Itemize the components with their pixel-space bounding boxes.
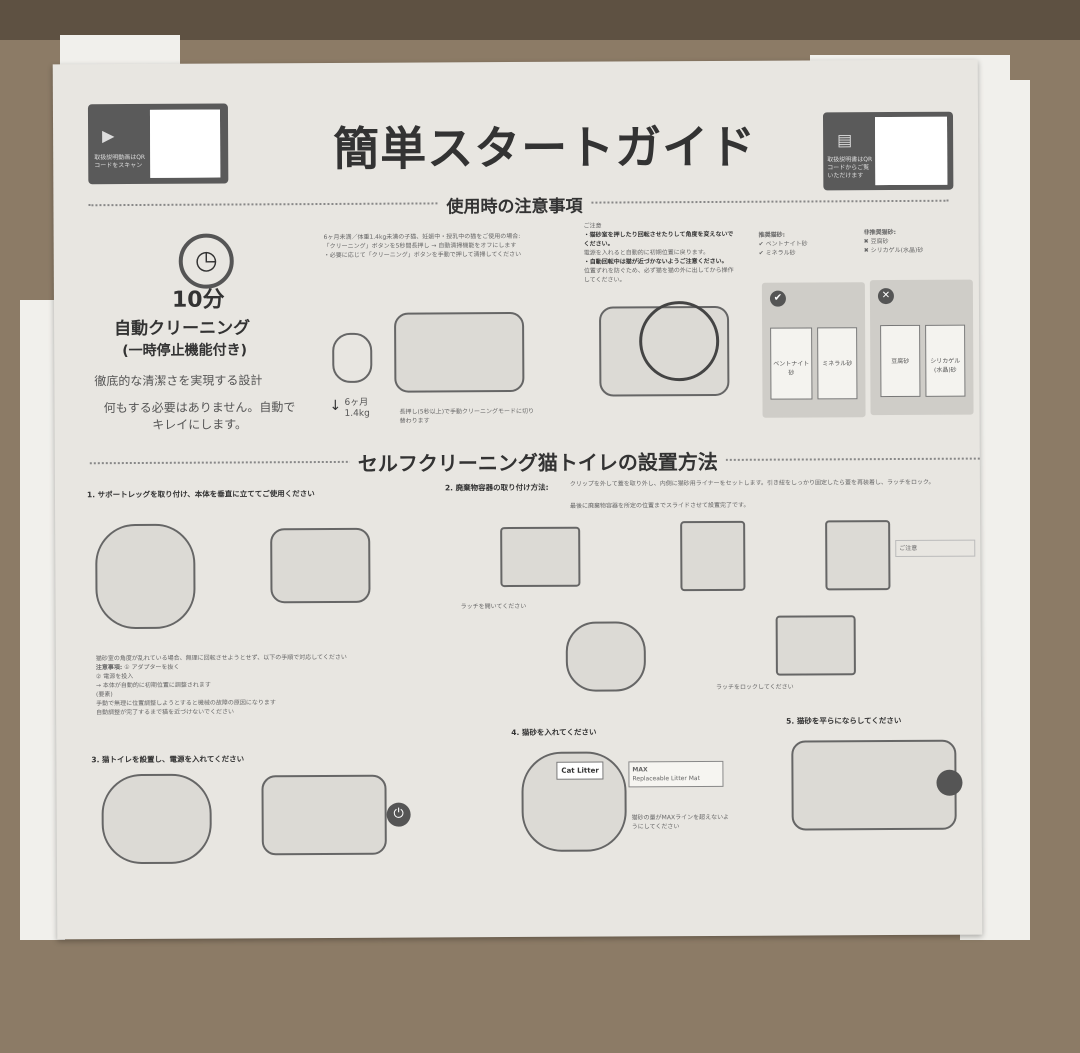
kitten-icon (332, 332, 373, 383)
recommended-panel: ✔ ベントナイト砂 ミネラル砂 (761, 282, 866, 418)
power-on-illustration (261, 774, 387, 856)
step-2-text-1: クリップを外して蓋を取り外し、内側に猫砂用ライナーをセットします。引き紐をしっか… (569, 478, 935, 488)
recommended-label: 推奨猫砂: (758, 231, 786, 239)
feature-desc-1: 徹底的な清潔さを実現する設計 (94, 373, 263, 389)
litter-type: ベントナイト砂 (765, 240, 808, 248)
cross-icon: ✕ (877, 288, 894, 305)
qr-code[interactable] (875, 116, 948, 186)
setup-heading: セルフクリーニング猫トイレの設置方法 (349, 445, 726, 477)
check-item: ✔ ベントナイト砂 (758, 240, 808, 248)
down-arrow-icon: ↓ (329, 397, 342, 414)
check-icon: ✔ (769, 290, 786, 307)
feature-desc-2: 何もする必要はありません。自動でキレイにします。 (103, 400, 296, 432)
box-interior-top (0, 0, 1080, 40)
step-4-label: 4. 猫砂を入れてください (511, 727, 597, 738)
cleaning-time: 10分 (171, 287, 225, 313)
qr-manual-card: ▤ 取扱説明書はQRコードからご覧いただけます (822, 111, 954, 191)
clock-icon: ◷ (178, 233, 234, 289)
note-line: 猫砂室の角度が乱れている場合、無理に回転させようとせず、以下の手順で対応してくだ… (95, 653, 347, 663)
lid-latch-illustration (775, 615, 856, 676)
litter-bag: シリカゲル(水晶)砂 (925, 324, 966, 397)
note-line: ① アダプターを抜く (124, 663, 180, 672)
caution-box: ご注意 (895, 539, 976, 558)
page-title: 簡単スタートガイド (333, 119, 757, 176)
latch-open-label: ラッチを開いてください (460, 602, 527, 611)
plug-in-illustration (101, 773, 212, 865)
video-camera-icon: ▶ (102, 126, 115, 146)
check-item: ✔ ミネラル砂 (758, 249, 796, 257)
litter-type: 豆腐砂 (870, 238, 889, 246)
prohibited-icon (638, 300, 720, 382)
liner-name: Replaceable Litter Mat (632, 775, 700, 783)
litter-bag: ミネラル砂 (817, 327, 858, 400)
note-line: 位置ずれを防ぐため、必ず猫を猫の外に出してから操作してください。 (583, 266, 734, 284)
note-line: ・必要に応じて「クリーニング」ボタンを手動で押して清掃してください (323, 250, 522, 260)
qr-code[interactable] (149, 109, 221, 178)
long-press-note: 長押し(5秒以上)で手動クリーニングモードに切り替わります (399, 407, 535, 425)
litter-type: ミネラル砂 (765, 249, 796, 257)
feature-title: 自動クリーニング (114, 318, 251, 340)
waste-bin-illustration (500, 526, 581, 588)
quick-start-guide: ▶ 取扱説明動画はQRコードをスキャン 簡単スタートガイド ▤ 取扱説明書はQR… (52, 59, 983, 940)
usage-cautions: ご注意 ・猫砂室を押したり回転させたりして角度を変えないでください。 電源を入れ… (584, 221, 739, 285)
slide-bin-illustration (565, 621, 647, 692)
not-recommended-litter: 非推奨猫砂: ✖ 豆腐砂 ✖ シリカゲル(水晶)砂 (864, 228, 924, 255)
latch-lock-label: ラッチをロックしてください (715, 683, 794, 691)
drawstring-illustration (825, 520, 891, 591)
age-limit: 6ヶ月 (344, 397, 369, 408)
qr-right-note: 取扱説明書はQRコードからご覧いただけます (827, 156, 873, 180)
weight-limit: 1.4kg (344, 408, 370, 419)
cleaning-button-icon[interactable] (936, 769, 963, 796)
step-1-label: 1. サポートレッグを取り付け、本体を垂直に立ててご使用ください (86, 489, 315, 500)
caution-label: ご注意 (899, 544, 918, 553)
upright-unit-illustration (270, 527, 371, 604)
step-2-text-2: 最後に廃棄物容器を所定の位置までスライドさせて設置完了です。 (570, 501, 750, 510)
step-2-label: 2. 廃棄物容器の取り付け方法: (444, 482, 549, 493)
max-label: MAX (632, 766, 648, 774)
level-litter-illustration (791, 739, 957, 831)
power-button-icon[interactable]: ⏻ (386, 802, 411, 827)
setup-notes: 猫砂室の角度が乱れている場合、無理に回転させようとせず、以下の手順で対応してくだ… (96, 653, 376, 717)
book-icon: ▤ (837, 130, 853, 150)
note-line: 自動調整が完了するまで猫を近づけないでください (96, 708, 234, 717)
not-recommended-panel: ✕ 豆腐砂 シリカゲル(水晶)砂 (869, 279, 974, 416)
leg-attach-illustration (95, 523, 196, 630)
caution-heading: 使用時の注意事項 (438, 191, 591, 218)
litter-type: シリカゲル(水晶)砂 (870, 246, 924, 255)
step-5-label: 5. 猫砂を平らにならしてください (786, 715, 902, 726)
kitten-notes: 6ヶ月未満／体重1.4kg未満の子猫、妊娠中・授乳中の猫をご使用の場合: 「クリ… (324, 232, 554, 260)
litter-bag: 豆腐砂 (880, 324, 921, 398)
max-note: 猫砂の量がMAXラインを超えないようにしてください (631, 813, 729, 831)
cross-item: ✖ シリカゲル(水晶)砂 (863, 246, 924, 255)
cross-item: ✖ 豆腐砂 (863, 238, 889, 246)
recommended-litter: 推奨猫砂: ✔ ベントナイト砂 ✔ ミネラル砂 (759, 230, 808, 257)
feature-subtitle: (一時停止機能付き) (122, 342, 248, 360)
note-line: ・猫砂室を押したり回転させたりして角度を変えないでください。 (583, 230, 734, 248)
cat-litter-bag: Cat Litter (556, 761, 604, 780)
notes-label: 注意事項: (95, 664, 123, 672)
qr-video-card: ▶ 取扱説明動画はQRコードをスキャン (87, 103, 229, 185)
not-recommended-label: 非推奨猫砂: (863, 229, 897, 237)
litter-box-illustration (394, 311, 525, 393)
liner-illustration (680, 520, 746, 592)
litter-bag: ベントナイト砂 (770, 327, 813, 400)
qr-left-note: 取扱説明動画はQRコードをスキャン (94, 153, 146, 170)
step-3-label: 3. 猫トイレを設置し、電源を入れてください (91, 754, 245, 765)
